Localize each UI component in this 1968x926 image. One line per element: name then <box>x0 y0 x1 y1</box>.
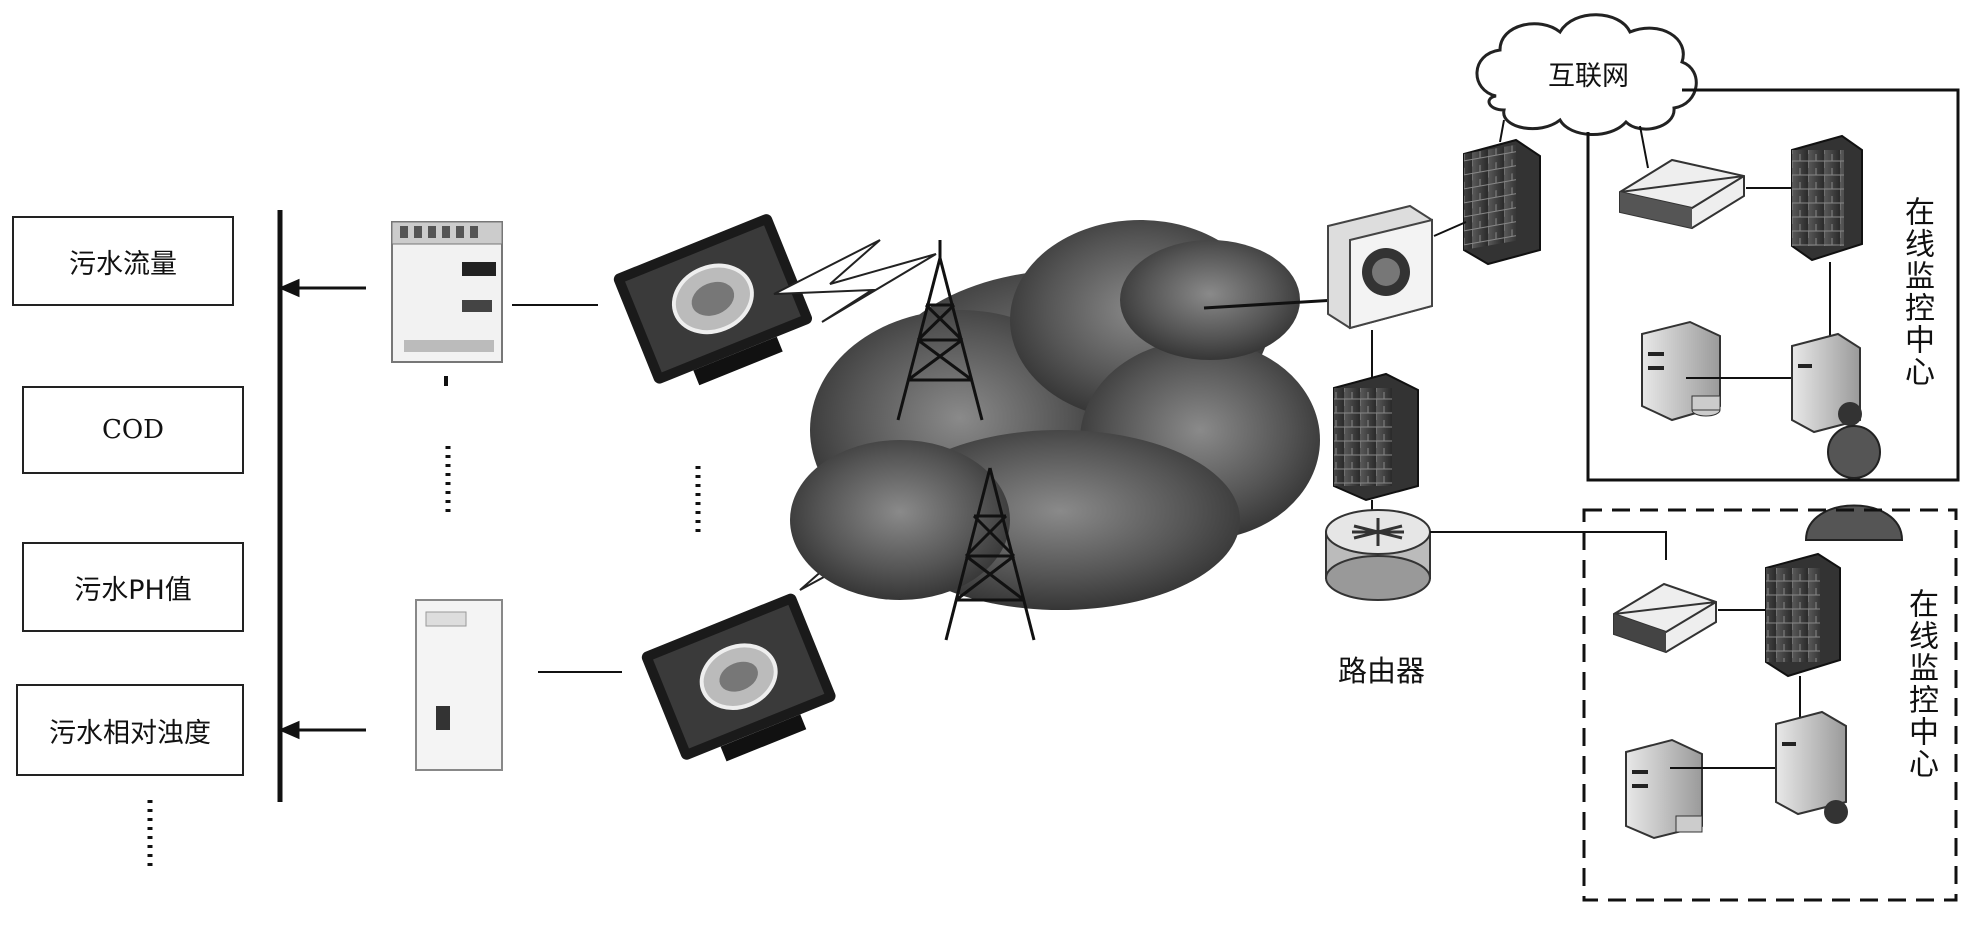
firewall-center-1 <box>1791 134 1863 262</box>
link-server-firewalltop <box>1433 221 1467 237</box>
cell-tower-bottom <box>944 467 1036 641</box>
server-b-center-1 <box>1791 332 1862 434</box>
link-internet-switch <box>1639 125 1649 169</box>
monitor-center-1-label: 在线监控中心 <box>1899 196 1934 388</box>
internet-cloud <box>1475 13 1698 136</box>
parameter-label-turbidity: 污水相对浊度 <box>16 684 244 776</box>
cell-tower-top <box>896 240 984 421</box>
gateway-device-top <box>613 214 813 386</box>
internet-label: 互联网 <box>1548 61 1629 92</box>
link-router-center-2 <box>1430 531 1667 560</box>
user-person-icon <box>1804 425 1904 541</box>
server-a-center-1 <box>1641 320 1721 422</box>
parameter-label-flow: 污水流量 <box>12 216 234 306</box>
monitor-center-2-border <box>1582 508 1958 902</box>
parameter-label-cod: COD <box>22 386 244 474</box>
switch-center-1 <box>1619 158 1745 230</box>
server-a-center-2 <box>1625 738 1703 840</box>
monitor-center-2-label: 在线监控中心 <box>1903 588 1938 780</box>
switch-center-2 <box>1613 582 1717 654</box>
monitor-center-1-border <box>1586 88 1960 482</box>
sensor-device-bottom <box>415 599 503 771</box>
server-b-center-2 <box>1775 710 1848 824</box>
sensor-device-top <box>391 221 503 386</box>
firewall-middle <box>1333 372 1419 502</box>
access-server <box>1327 204 1433 330</box>
arrow-left-top <box>278 278 366 298</box>
router-icon <box>1325 509 1431 601</box>
arrow-left-bottom <box>278 720 366 740</box>
link-firewalltop-internet <box>1499 119 1505 143</box>
parameter-label-ph: 污水PH值 <box>22 542 244 632</box>
wireless-signal-top <box>773 239 937 323</box>
link-cloud-server <box>1203 298 1337 310</box>
firewall-center-2 <box>1765 552 1841 678</box>
router-label: 路由器 <box>1338 654 1426 688</box>
firewall-top <box>1463 138 1541 266</box>
mobile-network-cloud <box>790 220 1320 610</box>
gateway-device-bottom <box>641 593 836 762</box>
